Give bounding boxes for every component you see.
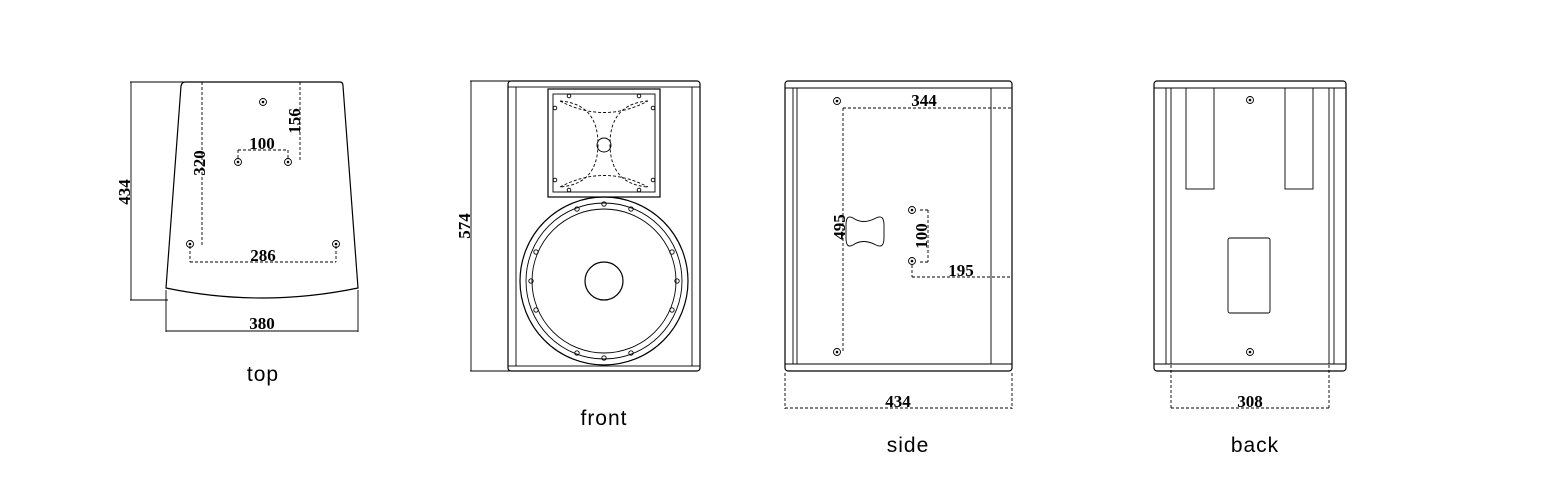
top-rigging-points (186, 98, 340, 248)
top-rear-dim: 320 (190, 150, 209, 176)
front-view: 574 (455, 80, 701, 430)
side-view: 344 495 100 195 434 side (784, 80, 1013, 457)
back-view-label: back (1231, 434, 1279, 457)
side-vertical-spacing-dim: 495 (830, 214, 849, 240)
top-view: 434 380 320 100 156 286 top (115, 81, 359, 386)
back-handle-right (1284, 87, 1314, 190)
top-point-spacing-dim: 100 (249, 134, 275, 153)
top-front-offset-dim: 156 (285, 108, 304, 134)
front-view-label: front (580, 407, 627, 430)
back-view: 308 back (1153, 80, 1347, 457)
back-cabinet (1153, 80, 1347, 372)
top-depth-dim: 434 (115, 179, 134, 205)
top-width-dim: 380 (249, 314, 275, 333)
side-view-label: side (887, 434, 930, 457)
top-view-outline (165, 81, 359, 299)
woofer (519, 196, 689, 366)
side-top-offset-dim: 344 (911, 91, 937, 110)
top-view-label: top (247, 363, 279, 386)
front-cabinet (507, 80, 701, 372)
horn-tweeter (547, 88, 661, 198)
side-rigging-points (833, 97, 916, 356)
side-bottom-offset-dim: 195 (948, 261, 974, 280)
side-cabinet (784, 80, 1013, 372)
front-height-dim: 574 (455, 213, 474, 239)
side-point-spacing-dim: 100 (912, 223, 931, 249)
top-front-spacing-dim: 286 (250, 246, 276, 265)
back-width-dim: 308 (1237, 392, 1263, 411)
back-handle-left (1185, 87, 1215, 190)
back-input-plate (1227, 237, 1271, 314)
side-handle (845, 216, 885, 247)
side-depth-dim: 434 (885, 392, 911, 411)
